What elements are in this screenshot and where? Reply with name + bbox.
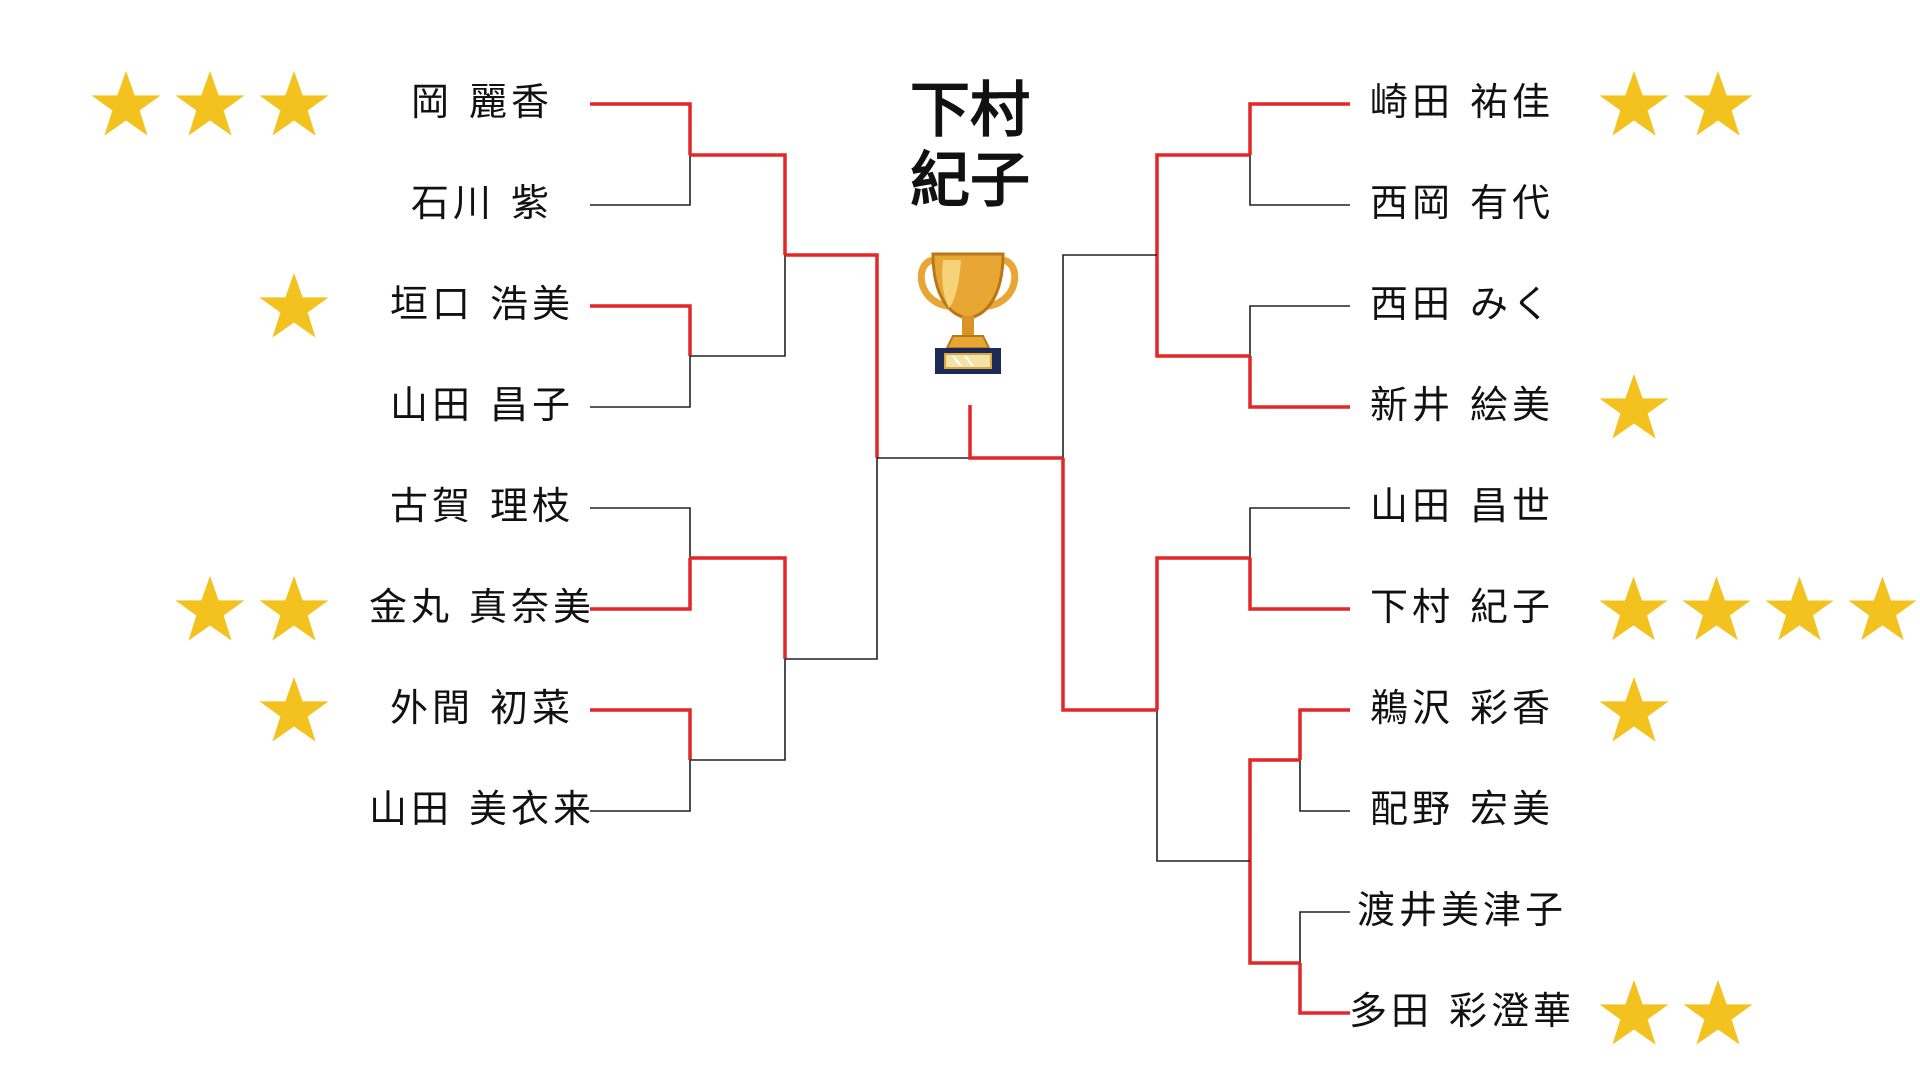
star-icon <box>1682 576 1751 641</box>
right-player-stars <box>1598 573 1918 645</box>
bracket-line <box>590 507 691 558</box>
left-player-name: 垣口 浩美 <box>389 282 575 326</box>
winner-path <box>690 556 787 659</box>
winner-path <box>1298 963 1350 1015</box>
left-player-stars <box>0 674 330 746</box>
winner-path <box>690 153 787 255</box>
left-player-name: 山田 美衣来 <box>368 787 596 831</box>
star-icon <box>1599 373 1669 439</box>
star-icon <box>1765 576 1834 641</box>
right-player-name: 配野 宏美 <box>1369 787 1555 831</box>
right-player-stars <box>1598 68 1918 140</box>
bracket-line <box>690 659 786 761</box>
star-icon <box>1599 979 1669 1045</box>
right-player-name: 渡井美津子 <box>1356 888 1567 932</box>
star-icon <box>259 575 329 641</box>
star-icon <box>1599 576 1668 641</box>
right-player-name: 新井 絵美 <box>1369 383 1555 427</box>
left-player-name: 金丸 真奈美 <box>368 585 596 629</box>
right-player-name: 下村 紀子 <box>1369 585 1555 629</box>
star-icon <box>175 575 245 641</box>
left-player-name: 石川 紫 <box>410 181 554 225</box>
champion-name-line2: 紀子 <box>910 146 1030 216</box>
winner-path <box>590 708 692 760</box>
star-icon <box>259 70 329 136</box>
bracket-line <box>1156 710 1250 862</box>
left-player-name: 山田 昌子 <box>389 383 575 427</box>
winner-path <box>968 405 1063 460</box>
bracket-line <box>1062 254 1157 458</box>
star-icon <box>1599 676 1669 742</box>
bracket-line <box>590 356 691 408</box>
right-player-stars <box>1598 977 1918 1049</box>
winner-path <box>1248 558 1350 611</box>
winner-path <box>1248 861 1300 965</box>
winner-path <box>1298 708 1350 760</box>
winner-path <box>1248 758 1300 861</box>
winner-path <box>1155 255 1250 358</box>
bracket-line <box>690 255 786 357</box>
bracket-line <box>590 760 691 812</box>
star-icon <box>1683 70 1753 136</box>
bracket-line <box>1249 155 1350 206</box>
left-player-stars <box>0 270 330 342</box>
star-icon <box>259 272 329 338</box>
winner-path <box>785 253 879 458</box>
bracket-line <box>1299 911 1350 963</box>
left-player-stars <box>0 573 330 645</box>
left-player-name: 古賀 理枝 <box>389 484 575 528</box>
right-player-stars <box>1598 674 1918 746</box>
star-icon <box>91 70 161 136</box>
star-icon <box>259 676 329 742</box>
winner-path <box>590 558 692 611</box>
champion-name: 下村 紀子 <box>890 76 1050 216</box>
right-player-name: 崎田 祐佳 <box>1369 80 1555 124</box>
left-player-stars <box>0 68 330 140</box>
right-player-name: 鵜沢 彩香 <box>1369 686 1555 730</box>
winner-path <box>1061 458 1157 712</box>
star-icon <box>1599 70 1669 136</box>
winner-path <box>1248 356 1350 409</box>
bracket-line <box>1249 507 1350 558</box>
right-player-stars <box>1598 371 1918 443</box>
star-icon <box>175 70 245 136</box>
star-icon <box>1848 576 1917 641</box>
bracket-line <box>785 458 878 660</box>
winner-path <box>590 304 692 356</box>
right-player-name: 山田 昌世 <box>1369 484 1555 528</box>
right-player-name: 西田 みく <box>1369 282 1555 326</box>
winner-path <box>1155 556 1250 710</box>
bracket-line <box>1299 760 1350 812</box>
bracket-line <box>1249 305 1350 356</box>
right-player-name: 西岡 有代 <box>1369 181 1555 225</box>
left-player-name: 岡 麗香 <box>410 80 554 124</box>
star-icon <box>1683 979 1753 1045</box>
bracket-line <box>590 155 691 206</box>
winner-path <box>1155 153 1250 255</box>
winner-path <box>590 102 692 155</box>
left-player-name: 外間 初菜 <box>389 686 575 730</box>
trophy-icon <box>917 252 1019 374</box>
champion-name-line1: 下村 <box>910 76 1030 146</box>
winner-path <box>1248 102 1350 155</box>
right-player-name: 多田 彩澄華 <box>1348 989 1576 1033</box>
